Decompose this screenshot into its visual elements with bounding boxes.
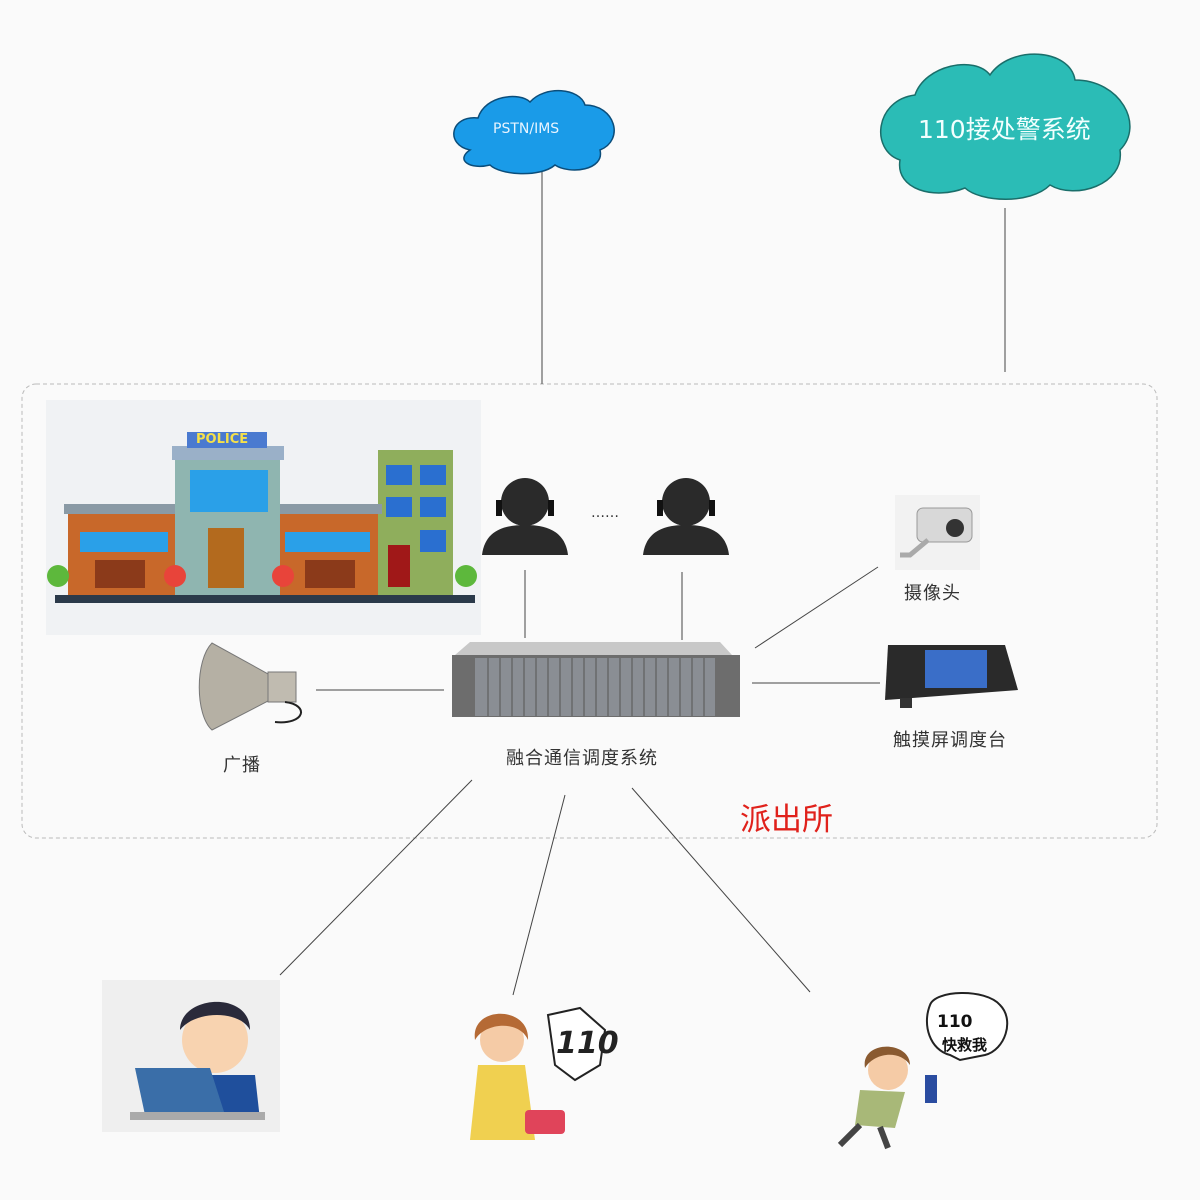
police-station-zone (21, 383, 1158, 839)
pstn-cloud-label: PSTN/IMS (493, 121, 560, 137)
pstn-cloud-icon (453, 89, 615, 175)
zone-label: 派出所 (740, 802, 833, 838)
camera-link (754, 566, 879, 649)
camera-icon (895, 495, 980, 570)
touch-console-icon (885, 645, 1018, 708)
loudspeaker-icon (198, 642, 302, 731)
phone-bubble-text: 110 (556, 1026, 619, 1061)
radio-caller-image (837, 992, 1009, 1150)
radio-caller-link (631, 787, 811, 993)
dispatch-system-chassis-icon (452, 642, 740, 717)
camera-label: 摄像头 (904, 583, 961, 604)
dispatch-system-label: 融合通信调度系统 (506, 748, 658, 769)
police-station-image (46, 400, 481, 635)
police-sign: POLICE (196, 432, 249, 447)
operator-1-icon (482, 478, 568, 555)
radio-bubble-line2: 快救我 (942, 1036, 988, 1054)
radio-bubble-line1: 110 (937, 1012, 973, 1032)
phone-caller-image (470, 1006, 607, 1140)
alarm-cloud-label: 110接处警系统 (918, 115, 1091, 144)
broadcast-label: 广播 (223, 755, 261, 776)
office-caller-image (102, 980, 280, 1132)
operators-ellipsis: …… (591, 505, 619, 521)
touch-console-label: 触摸屏调度台 (893, 730, 1007, 751)
operator-2-icon (643, 478, 729, 555)
alarm-cloud-icon (879, 53, 1131, 200)
phone-caller-link (512, 794, 566, 996)
office-caller-link (279, 779, 473, 976)
